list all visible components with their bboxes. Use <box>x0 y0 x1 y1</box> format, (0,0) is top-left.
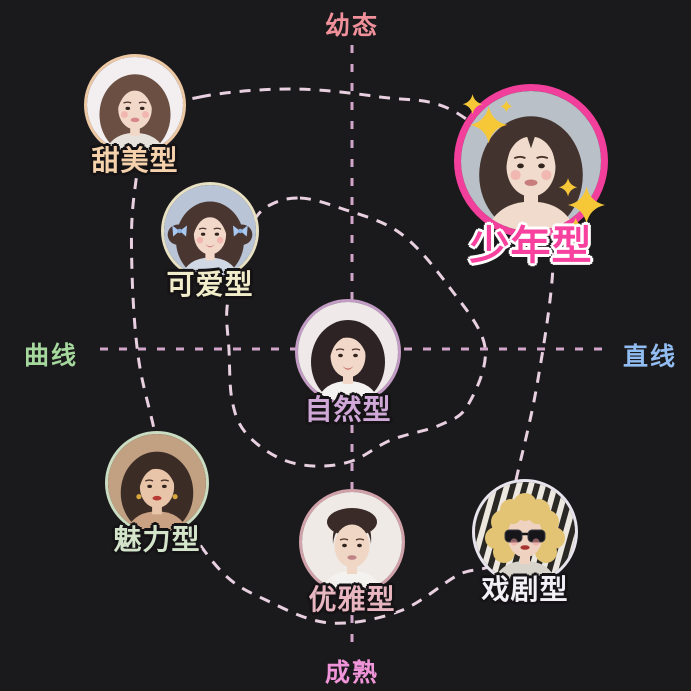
avatar-dramatic-type[interactable]: 戏剧型 <box>472 479 578 606</box>
avatar-elegant-type[interactable]: 优雅型 <box>299 489 405 616</box>
avatar-boyish-type-selected[interactable]: 少年型 <box>454 84 608 269</box>
axis-label-curved: 曲线 <box>23 341 79 370</box>
avatar-natural-type[interactable]: 自然型 <box>295 299 401 426</box>
charming-type-label: 魅力型 <box>113 523 201 556</box>
axis-label-mature: 成熟 <box>324 658 380 687</box>
avatar-charming-type[interactable]: 魅力型 <box>105 431 209 556</box>
natural-type-photo <box>298 302 398 402</box>
avatar-sweet-type[interactable]: 甜美型 <box>84 54 186 177</box>
axis-label-straight: 直线 <box>622 342 678 371</box>
sweet-type-label: 甜美型 <box>91 144 179 177</box>
axis-label-youthful: 幼态 <box>324 11 380 40</box>
dramatic-type-photo <box>475 482 575 582</box>
boyish-type-photo <box>461 91 601 231</box>
boyish-type-label: 少年型 <box>469 223 593 269</box>
natural-type-label: 自然型 <box>304 393 392 426</box>
charming-type-photo <box>108 434 206 532</box>
elegant-type-photo <box>302 492 402 592</box>
cute-type-label: 可爱型 <box>166 268 254 301</box>
sweet-type-photo <box>87 57 183 153</box>
dramatic-type-label: 戏剧型 <box>481 573 569 606</box>
cute-type-photo <box>164 185 256 277</box>
elegant-type-label: 优雅型 <box>308 583 396 616</box>
avatar-cute-type[interactable]: 可爱型 <box>161 182 259 301</box>
